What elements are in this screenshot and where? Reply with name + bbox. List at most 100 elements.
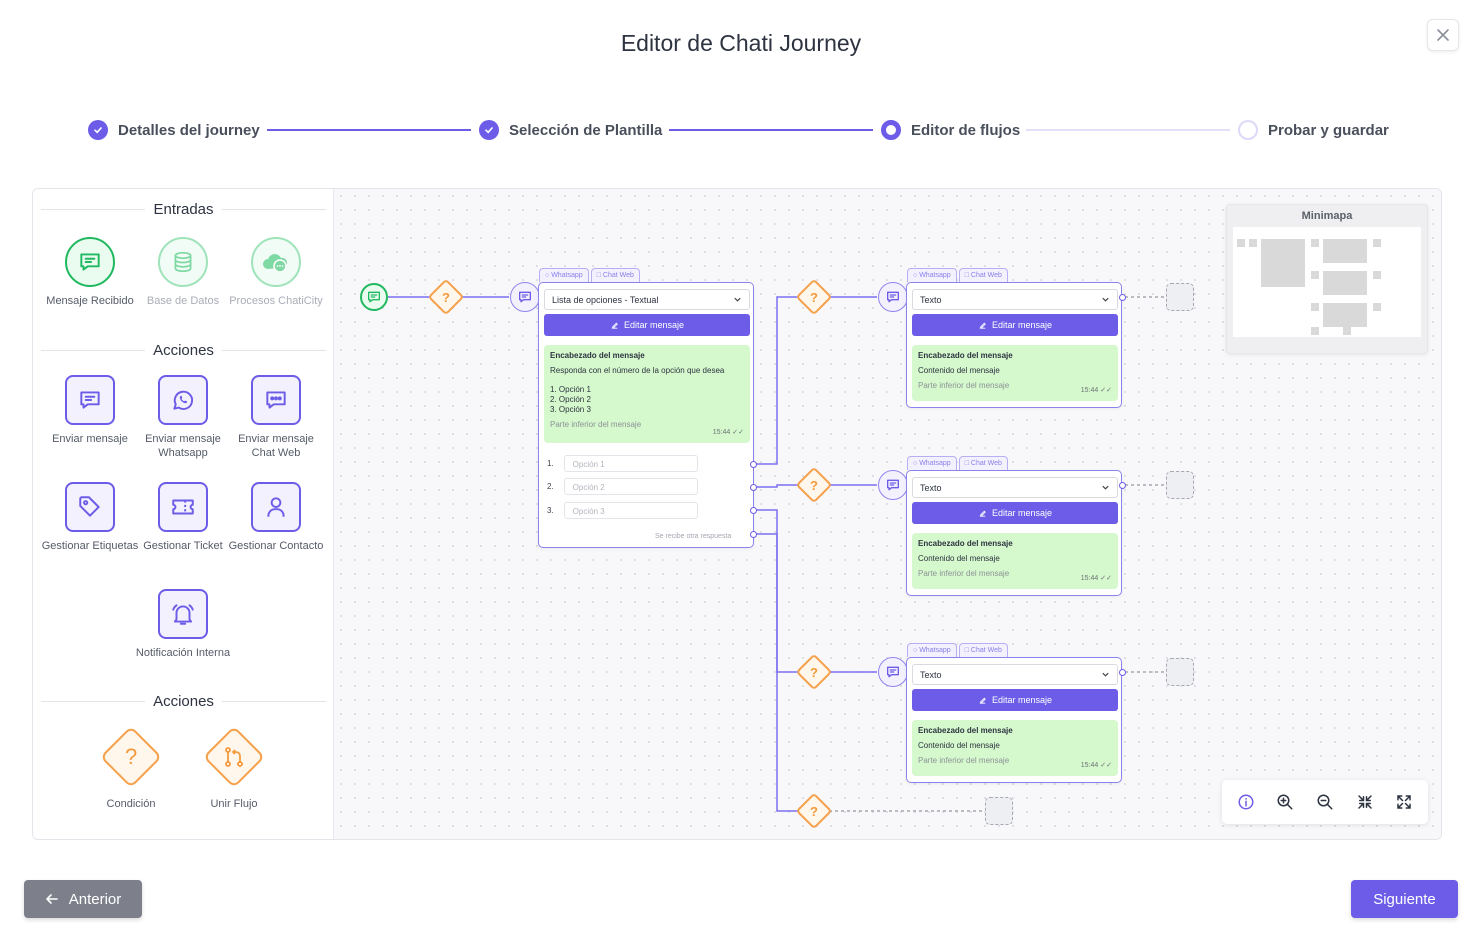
- section-logica: Acciones: [41, 691, 326, 711]
- question-icon: ?: [442, 289, 450, 305]
- step-probar[interactable]: Probar y guardar: [1238, 118, 1389, 142]
- edit-icon: [979, 697, 986, 704]
- edit-message-button[interactable]: Editar mensaje: [912, 502, 1118, 524]
- expand-icon: [1397, 795, 1411, 809]
- channel-tags: ○ Whatsapp□ Chat Web: [907, 456, 1008, 470]
- question-icon: ?: [810, 477, 818, 493]
- text-message-card[interactable]: ○ Whatsapp□ Chat Web Texto Editar mensaj…: [906, 643, 1122, 783]
- empty-node-slot[interactable]: [1166, 283, 1194, 311]
- canvas-controls: [1222, 780, 1428, 824]
- tool-gestionar-etiquetas[interactable]: Gestionar Etiquetas: [40, 482, 140, 553]
- tool-condicion[interactable]: ? Condición: [81, 725, 181, 811]
- message-preview-bubble: Encabezado del mensaje Contenido del men…: [912, 720, 1118, 776]
- tool-base-de-datos[interactable]: Base de Datos: [133, 237, 233, 308]
- empty-node-slot[interactable]: [1166, 471, 1194, 499]
- cloud-chat-icon: [251, 237, 301, 287]
- option-input[interactable]: Opción 1: [563, 455, 698, 472]
- zoom-in-icon: [1277, 794, 1293, 810]
- option-input[interactable]: Opción 2: [563, 478, 698, 495]
- message-node[interactable]: [878, 470, 908, 500]
- tool-unir-flujo[interactable]: Unir Flujo: [184, 725, 284, 811]
- tool-mensaje-recibido[interactable]: Mensaje Recibido: [40, 237, 140, 308]
- message-icon: [65, 237, 115, 287]
- output-port[interactable]: [1119, 482, 1126, 489]
- option-port[interactable]: [750, 484, 757, 491]
- link-option-1: [754, 296, 877, 465]
- message-node[interactable]: [510, 282, 540, 312]
- edit-message-button[interactable]: Editar mensaje: [912, 314, 1118, 336]
- text-message-card[interactable]: ○ Whatsapp□ Chat Web Texto Editar mensaj…: [906, 456, 1122, 596]
- channel-tags: ○ Whatsapp □ Chat Web: [539, 268, 640, 282]
- info-button[interactable]: [1231, 787, 1261, 817]
- text-message-card[interactable]: ○ Whatsapp□ Chat Web Texto Editar mensaj…: [906, 268, 1122, 408]
- tag-chat-web: □ Chat Web: [958, 643, 1008, 657]
- message-icon: [887, 479, 899, 491]
- edit-message-button[interactable]: Editar mensaje: [544, 314, 750, 336]
- option-port[interactable]: [750, 507, 757, 514]
- tool-enviar-whatsapp[interactable]: Enviar mensaje Whatsapp: [133, 375, 233, 460]
- close-button[interactable]: [1427, 19, 1459, 51]
- tool-gestionar-contacto[interactable]: Gestionar Contacto: [226, 482, 326, 553]
- message-node[interactable]: [878, 282, 908, 312]
- collapse-icon: [1357, 795, 1372, 809]
- stepper: Detalles del journey Selección de Planti…: [86, 118, 1396, 142]
- message-type-select[interactable]: Texto: [912, 477, 1118, 498]
- editor-panel: Entradas Mensaje Recibido Base de Datos …: [32, 188, 1442, 840]
- step-plantilla[interactable]: Selección de Plantilla: [479, 118, 662, 142]
- step-detalles[interactable]: Detalles del journey: [88, 118, 260, 142]
- question-icon: ?: [810, 664, 818, 680]
- message-preview-bubble: Encabezado del mensaje Responda con el n…: [544, 345, 750, 443]
- link-option-2: [754, 484, 877, 488]
- message-icon: [65, 375, 115, 425]
- empty-node-slot[interactable]: [985, 797, 1013, 825]
- check-icon: [479, 120, 499, 140]
- message-icon: [887, 291, 899, 303]
- zoom-out-button[interactable]: [1310, 787, 1340, 817]
- page-title: Editor de Chati Journey: [620, 30, 862, 56]
- flow-canvas[interactable]: ? ○ Whatsapp □ Chat Web Lista de opcione…: [334, 189, 1441, 839]
- step-label: Selección de Plantilla: [509, 121, 663, 139]
- previous-button[interactable]: Anterior: [24, 880, 142, 918]
- zoom-in-button[interactable]: [1270, 787, 1300, 817]
- options-message-card[interactable]: ○ Whatsapp □ Chat Web Lista de opciones …: [538, 268, 754, 548]
- option-port[interactable]: [750, 461, 757, 468]
- message-node[interactable]: [878, 657, 908, 687]
- start-node[interactable]: [360, 283, 388, 311]
- whatsapp-icon: [158, 375, 208, 425]
- edit-icon: [979, 322, 986, 329]
- edit-icon: [979, 510, 986, 517]
- tool-enviar-mensaje[interactable]: Enviar mensaje: [40, 375, 140, 446]
- option-port[interactable]: [750, 531, 757, 538]
- message-type-select[interactable]: Lista de opciones - Textual: [544, 289, 750, 310]
- tool-gestionar-ticket[interactable]: Gestionar Ticket: [133, 482, 233, 553]
- step-editor[interactable]: Editor de flujos: [881, 118, 1020, 142]
- step-label: Detalles del journey: [118, 121, 260, 139]
- collapse-button[interactable]: [1350, 787, 1380, 817]
- message-icon: [519, 291, 531, 303]
- tool-procesos-chaticity[interactable]: Procesos ChatiCity: [226, 237, 326, 308]
- edit-icon: [611, 322, 618, 329]
- user-icon: [251, 482, 301, 532]
- next-button[interactable]: Siguiente: [1351, 880, 1458, 918]
- edit-message-button[interactable]: Editar mensaje: [912, 689, 1118, 711]
- close-icon: [1437, 29, 1449, 41]
- tool-notificacion-interna[interactable]: Notificación Interna: [133, 589, 233, 660]
- pending-step-icon: [1238, 120, 1258, 140]
- option-input[interactable]: Opción 3: [563, 502, 698, 519]
- output-port[interactable]: [1119, 669, 1126, 676]
- tag-whatsapp: ○ Whatsapp: [907, 268, 957, 282]
- expand-button[interactable]: [1389, 787, 1419, 817]
- bell-icon: [158, 589, 208, 639]
- option-row: 3.Opción 3: [547, 502, 698, 519]
- minimap[interactable]: Minimapa: [1226, 204, 1428, 354]
- current-step-icon: [881, 120, 901, 140]
- empty-node-slot[interactable]: [1166, 658, 1194, 686]
- output-port[interactable]: [1119, 294, 1126, 301]
- tag-chat-web: □ Chat Web: [958, 456, 1008, 470]
- tag-whatsapp: ○ Whatsapp: [907, 456, 957, 470]
- question-icon: ?: [810, 803, 818, 819]
- tool-enviar-chat-web[interactable]: Enviar mensaje Chat Web: [226, 375, 326, 460]
- message-type-select[interactable]: Texto: [912, 664, 1118, 685]
- message-type-select[interactable]: Texto: [912, 289, 1118, 310]
- question-icon: ?: [810, 289, 818, 305]
